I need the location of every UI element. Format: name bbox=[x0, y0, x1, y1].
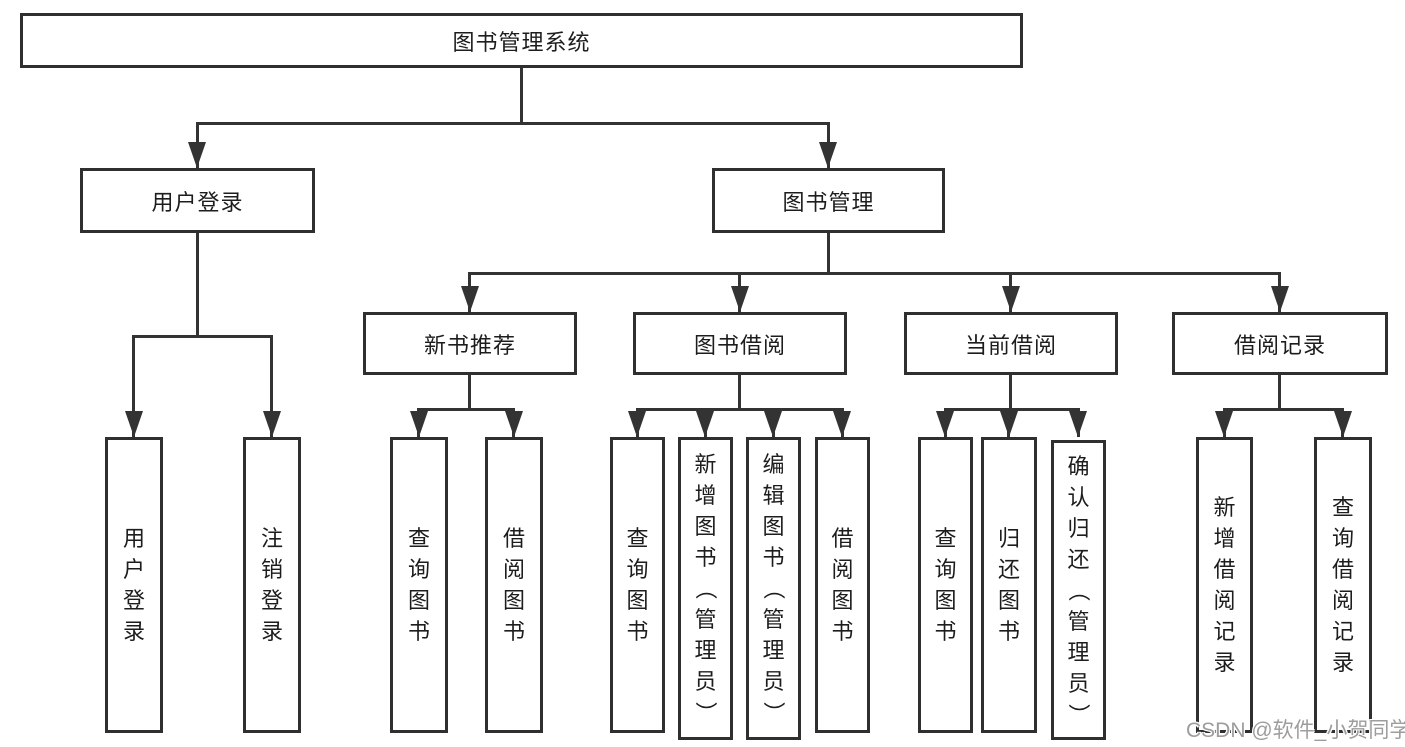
arrow-down-icon bbox=[188, 142, 206, 168]
node-book-borrow-label: 图书借阅 bbox=[693, 332, 786, 358]
arrow-down-icon bbox=[1215, 411, 1233, 437]
arrow-down-icon bbox=[833, 411, 851, 437]
connector-line bbox=[636, 408, 844, 411]
node-current-borrow: 当前借阅 bbox=[904, 312, 1118, 375]
arrow-down-icon bbox=[819, 142, 837, 168]
leaf-query-borrow-record-label: 查询借阅记录 bbox=[1331, 495, 1354, 675]
arrow-down-icon bbox=[1000, 411, 1018, 437]
node-root: 图书管理系统 bbox=[20, 13, 1023, 68]
node-user-login-label: 用户登录 bbox=[151, 189, 244, 215]
node-root-label: 图书管理系统 bbox=[452, 29, 591, 55]
leaf-borrow-books: 借阅图书 bbox=[815, 437, 870, 733]
arrow-down-icon bbox=[731, 286, 749, 312]
connector-line bbox=[1278, 375, 1281, 410]
node-new-book-recommend-label: 新书推荐 bbox=[423, 332, 516, 358]
connector-line bbox=[468, 272, 1281, 275]
arrow-down-icon bbox=[1002, 286, 1020, 312]
arrow-down-icon bbox=[1069, 411, 1087, 437]
leaf-confirm-return-admin: 确认归还（管理员） bbox=[1051, 440, 1106, 740]
leaf-query-books-current: 查询图书 bbox=[918, 437, 973, 733]
leaf-query-books-recommend: 查询图书 bbox=[390, 437, 448, 733]
leaf-add-books-admin: 新增图书（管理员） bbox=[678, 437, 733, 740]
leaf-borrow-books-recommend: 借阅图书 bbox=[485, 437, 543, 733]
leaf-query-borrow-record: 查询借阅记录 bbox=[1314, 437, 1372, 733]
leaf-confirm-return-admin-label: 确认归还（管理员） bbox=[1066, 453, 1091, 726]
node-borrow-records-label: 借阅记录 bbox=[1233, 332, 1326, 358]
node-user-login: 用户登录 bbox=[80, 168, 315, 233]
connector-line bbox=[1009, 375, 1012, 410]
arrow-down-icon bbox=[1271, 286, 1289, 312]
node-book-management-label: 图书管理 bbox=[782, 189, 875, 215]
leaf-logout: 注销登录 bbox=[243, 437, 301, 733]
connector-line bbox=[417, 408, 515, 411]
connector-line bbox=[196, 233, 199, 337]
leaf-return-books-label: 归还图书 bbox=[997, 526, 1020, 644]
node-book-borrow: 图书借阅 bbox=[633, 312, 847, 375]
arrow-down-icon bbox=[1334, 411, 1352, 437]
arrow-down-icon bbox=[696, 411, 714, 437]
leaf-query-books-borrow: 查询图书 bbox=[610, 437, 665, 733]
leaf-edit-books-admin: 编辑图书（管理员） bbox=[746, 437, 801, 740]
connector-line bbox=[132, 335, 135, 437]
connector-line bbox=[1223, 408, 1344, 411]
node-current-borrow-label: 当前借阅 bbox=[964, 332, 1057, 358]
arrow-down-icon bbox=[461, 286, 479, 312]
connector-line bbox=[132, 335, 273, 338]
leaf-borrow-books-recommend-label: 借阅图书 bbox=[502, 526, 525, 644]
leaf-add-books-admin-label: 新增图书（管理员） bbox=[693, 452, 718, 724]
node-borrow-records: 借阅记录 bbox=[1172, 312, 1388, 375]
arrow-down-icon bbox=[125, 411, 143, 437]
leaf-query-books-borrow-label: 查询图书 bbox=[626, 526, 649, 644]
leaf-user-login: 用户登录 bbox=[105, 437, 163, 733]
leaf-logout-label: 注销登录 bbox=[260, 526, 283, 644]
arrow-down-icon bbox=[410, 411, 428, 437]
connector-line bbox=[270, 335, 273, 437]
leaf-borrow-books-label: 借阅图书 bbox=[831, 526, 854, 644]
leaf-user-login-label: 用户登录 bbox=[122, 526, 145, 644]
leaf-return-books: 归还图书 bbox=[981, 437, 1037, 733]
leaf-query-books-current-label: 查询图书 bbox=[934, 526, 957, 644]
connector-line bbox=[196, 122, 830, 125]
connector-line bbox=[738, 375, 741, 410]
arrow-down-icon bbox=[505, 411, 523, 437]
connector-line bbox=[827, 233, 830, 274]
leaf-edit-books-admin-label: 编辑图书（管理员） bbox=[761, 452, 786, 724]
arrow-down-icon bbox=[263, 411, 281, 437]
leaf-add-borrow-record: 新增借阅记录 bbox=[1196, 437, 1253, 733]
arrow-down-icon bbox=[628, 411, 646, 437]
arrow-down-icon bbox=[936, 411, 954, 437]
connector-line bbox=[520, 68, 523, 124]
node-new-book-recommend: 新书推荐 bbox=[363, 312, 577, 375]
arrow-down-icon bbox=[764, 411, 782, 437]
connector-line bbox=[468, 375, 471, 410]
watermark: CSDN @软件_小贺同学 bbox=[1186, 719, 1405, 742]
leaf-add-borrow-record-label: 新增借阅记录 bbox=[1213, 495, 1236, 675]
connector-line bbox=[944, 408, 1080, 411]
leaf-query-books-recommend-label: 查询图书 bbox=[407, 526, 430, 644]
node-book-management: 图书管理 bbox=[712, 168, 945, 233]
